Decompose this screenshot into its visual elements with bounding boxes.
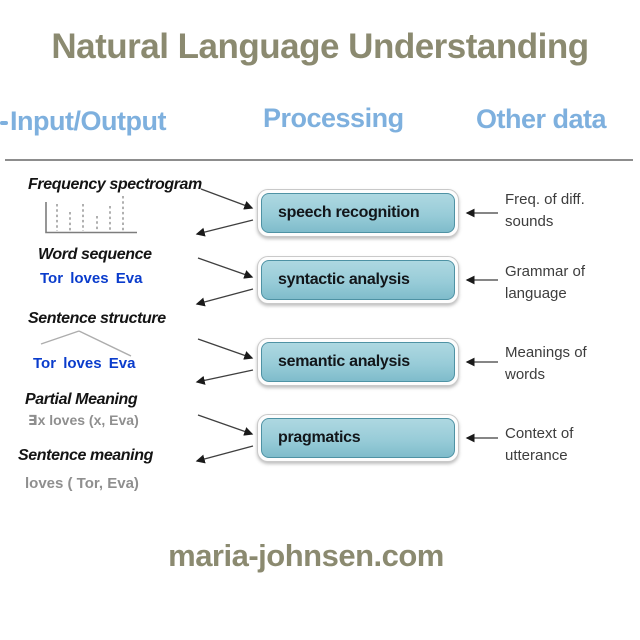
right-connector-arrows	[465, 208, 498, 443]
arrow-box-3-to-output	[195, 369, 254, 385]
left-connector-arrows	[195, 188, 254, 464]
process-box-label: pragmatics	[278, 429, 361, 446]
process-box-semantic-analysis: semantic analysis	[257, 338, 459, 386]
process-box-inner: pragmatics	[261, 418, 455, 458]
arrow-box-1-to-output	[195, 219, 254, 237]
divider-line	[5, 159, 633, 161]
process-box-pragmatics: pragmatics	[257, 414, 459, 462]
io-example-sentence-structure: Tor loves Eva	[33, 355, 136, 372]
column-header-other-data: Other data	[476, 104, 607, 134]
column-header-input-output: Input/Output	[10, 106, 166, 136]
process-box-inner: speech recognition	[261, 193, 455, 233]
arrow-input-to-box-2	[197, 257, 254, 279]
spectrogram-sketch	[45, 196, 137, 234]
arrow-input-to-box-4	[197, 414, 254, 436]
io-label-frequency-spectrogram: Frequency spectrogram	[28, 176, 202, 193]
process-box-syntactic-analysis: syntactic analysis	[257, 256, 459, 304]
process-box-speech-recognition: speech recognition	[257, 189, 459, 237]
io-example-word-sequence: Tor loves Eva	[40, 270, 143, 287]
process-box-inner: syntactic analysis	[261, 260, 455, 300]
arrow-input-to-box-1	[200, 188, 254, 210]
process-box-inner: semantic analysis	[261, 342, 455, 382]
page-title: Natural Language Understanding	[51, 27, 589, 66]
site-watermark: maria-johnsen.com	[168, 538, 444, 573]
io-example-sentence-meaning: loves ( Tor, Eva)	[25, 475, 139, 492]
column-header-processing: Processing	[263, 103, 404, 133]
left-edge-arrow-fragment	[0, 121, 8, 125]
process-box-label: semantic analysis	[278, 353, 410, 370]
io-label-sentence-meaning: Sentence meaning	[18, 447, 153, 464]
arrow-box-4-to-output	[195, 445, 254, 464]
process-box-label: syntactic analysis	[278, 271, 410, 288]
io-label-sentence-structure: Sentence structure	[28, 310, 166, 327]
process-box-label: speech recognition	[278, 204, 420, 221]
io-label-partial-meaning: Partial Meaning	[25, 391, 138, 408]
arrow-box-2-to-output	[195, 288, 254, 307]
other-data-freq-of-diff-sounds: Freq. of diff. sounds	[505, 191, 585, 230]
arrow-input-to-box-3	[197, 338, 254, 360]
io-label-word-sequence: Word sequence	[38, 246, 152, 263]
parse-tree-sketch	[40, 330, 132, 357]
io-example-partial-meaning: ∃x loves (x, Eva)	[28, 412, 139, 428]
other-data-meanings-of-words: Meanings of words	[505, 344, 587, 383]
other-data-context-of-utterance: Context of utterance	[505, 425, 574, 464]
other-data-grammar-of-language: Grammar of language	[505, 263, 586, 302]
